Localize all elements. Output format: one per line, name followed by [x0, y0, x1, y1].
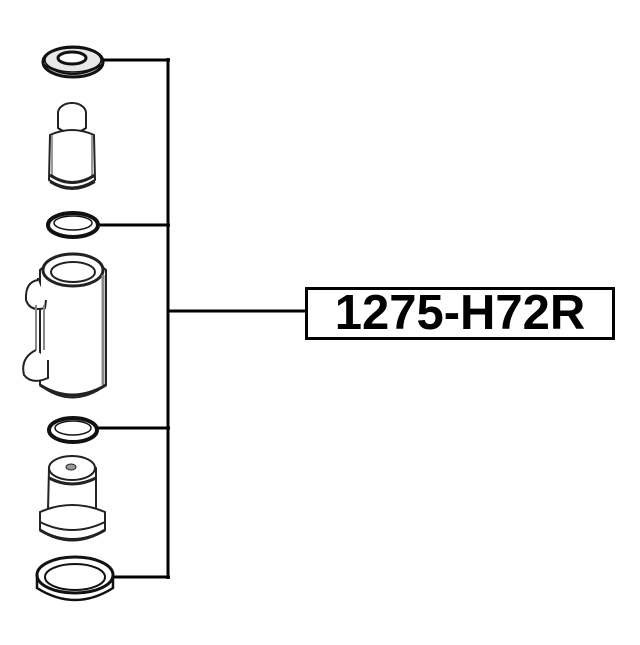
part-number-label: 1275-H72R: [305, 287, 615, 340]
lower-o-ring-icon: [47, 416, 99, 444]
upper-o-ring-icon: [46, 211, 100, 239]
leader-lines: [98, 58, 306, 579]
guide-pin-bushing-icon: [39, 455, 106, 542]
piston-cap-icon: [47, 102, 97, 190]
bottom-dust-seal-icon: [35, 555, 115, 602]
top-seal-washer-icon: [41, 45, 105, 79]
boot-sleeve-icon: [22, 252, 107, 399]
